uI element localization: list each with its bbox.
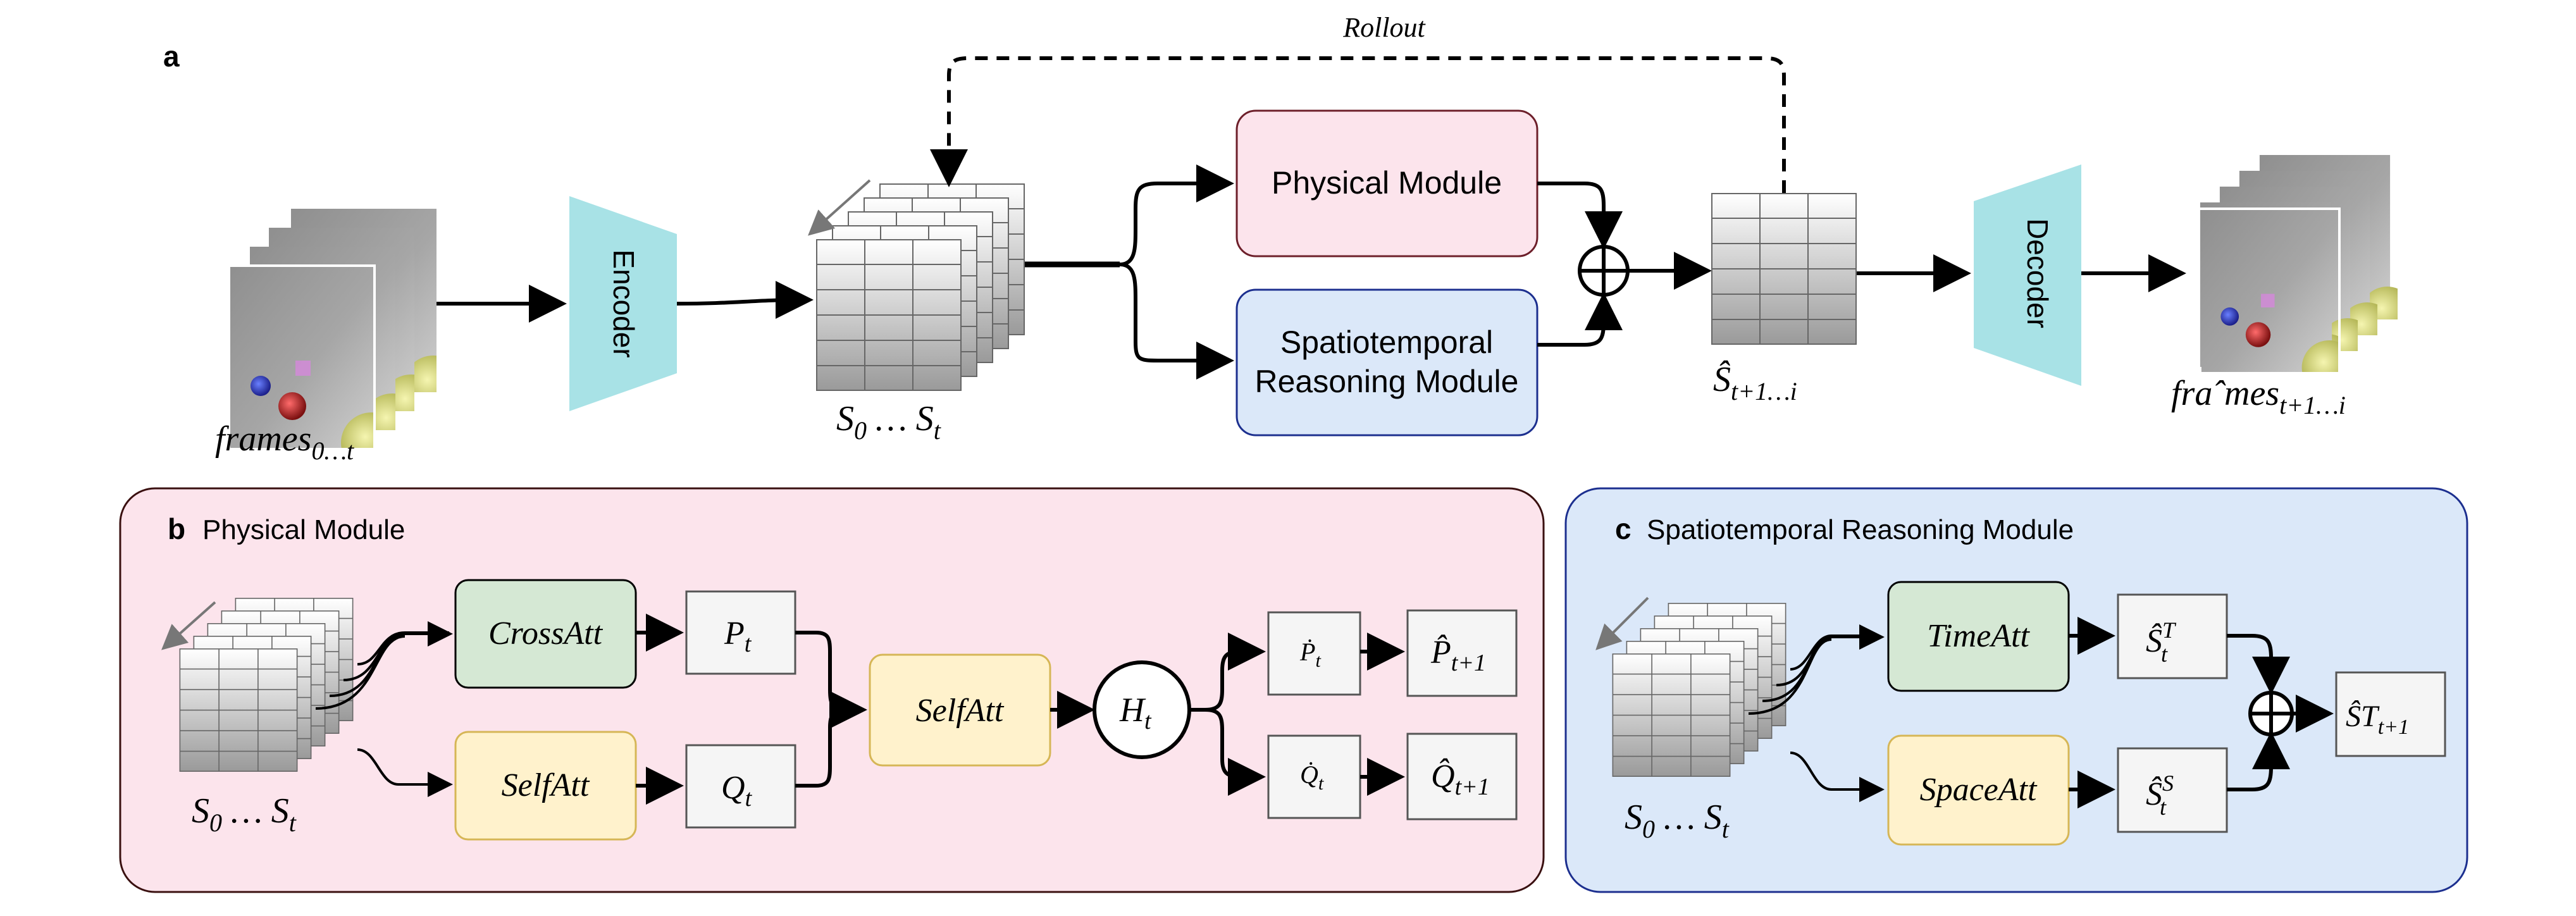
self-att-mid-label: SelfAtt bbox=[916, 693, 1005, 729]
phat-label: P̂t+1 bbox=[1430, 634, 1486, 676]
stack-depth-arrow bbox=[808, 179, 871, 236]
output-frames-label: fraˆmest+1…i bbox=[2171, 374, 2346, 419]
arrow-ht-to-qdot bbox=[1204, 708, 1266, 796]
panel-b-states-label: S0 … St bbox=[192, 791, 297, 837]
panel-c-depth-arrow bbox=[1595, 597, 1649, 650]
panel-a: a frames0…t Encoder S0 … St bbox=[163, 12, 2398, 465]
ht-label: Ht bbox=[1119, 691, 1152, 734]
predicted-states-label: Ŝt+1…i bbox=[1713, 359, 1797, 405]
pt-box bbox=[685, 590, 796, 675]
panel-b-depth-arrow bbox=[161, 601, 216, 650]
panel-c: c Spatiotemporal Reasoning Module S0 … S… bbox=[1564, 487, 2468, 893]
arrow-spatio-to-sum bbox=[1537, 292, 1623, 347]
qhat-label: Q̂t+1 bbox=[1431, 758, 1490, 800]
qt-label: Qt bbox=[721, 770, 753, 812]
arrow-ht-to-pdot bbox=[1189, 633, 1266, 712]
panel-b: b Physical Module S0 … St CrossAtt SelfA… bbox=[119, 487, 1545, 893]
decoder-block bbox=[1974, 164, 2081, 386]
input-frames-stack bbox=[228, 209, 437, 450]
output-frames-stack bbox=[2193, 155, 2398, 374]
rollout-label: Rollout bbox=[1342, 12, 1426, 43]
panel-b-letter: b bbox=[168, 512, 185, 545]
stout-box bbox=[2335, 671, 2446, 757]
panel-b-title: Physical Module bbox=[202, 514, 405, 545]
panel-c-states-label: S0 … St bbox=[1625, 798, 1730, 843]
arrow-stT-to-sum bbox=[2227, 634, 2290, 695]
spatiotemporal-label-line1: Spatiotemporal bbox=[1280, 325, 1493, 360]
panel-c-letter: c bbox=[1615, 512, 1632, 545]
time-att-label: TimeAtt bbox=[1927, 618, 2030, 654]
pdot-label: Ṗt bbox=[1299, 638, 1321, 671]
pdot-box bbox=[1267, 611, 1361, 696]
spatiotemporal-module-box bbox=[1235, 288, 1539, 436]
panel-c-fanout-arrows bbox=[1748, 624, 1885, 802]
arrow-stS-to-sum bbox=[2227, 731, 2290, 791]
stout-label: ŜTt+1 bbox=[2346, 699, 2409, 739]
space-att-label: SpaceAtt bbox=[1920, 772, 2038, 808]
rollout-loop-arrow bbox=[930, 56, 1786, 193]
stS-box bbox=[2117, 747, 2228, 833]
arrow-pt-to-selfatt bbox=[795, 631, 867, 729]
qdot-box bbox=[1267, 734, 1361, 819]
encoder-block bbox=[569, 196, 677, 411]
panel-c-sum-icon bbox=[2248, 691, 2294, 736]
sum-operator-icon bbox=[1578, 245, 1630, 297]
arrow-encoder-to-states bbox=[676, 281, 814, 319]
panel-b-fanout-arrows bbox=[315, 621, 453, 797]
physical-module-label: Physical Module bbox=[1272, 165, 1502, 201]
stT-box bbox=[2117, 593, 2228, 679]
qdot-label: Q̇t bbox=[1300, 760, 1324, 794]
states-label: S0 … St bbox=[836, 399, 941, 445]
predicted-state-grid bbox=[1711, 193, 1857, 345]
state-grid-stack bbox=[816, 183, 1025, 391]
arrow-physical-to-sum bbox=[1537, 182, 1623, 249]
arrow-qt-to-selfatt bbox=[795, 709, 848, 788]
arrow-to-physical-module bbox=[1119, 164, 1234, 266]
qhat-box bbox=[1406, 733, 1518, 820]
cross-att-label: CrossAtt bbox=[488, 616, 604, 652]
decoder-label: Decoder bbox=[2021, 218, 2054, 328]
pt-label: Pt bbox=[724, 616, 752, 657]
phat-box bbox=[1406, 609, 1518, 697]
input-frames-label: frames0…t bbox=[215, 419, 354, 465]
spatiotemporal-label-line2: Reasoning Module bbox=[1255, 364, 1519, 399]
encoder-label: Encoder bbox=[607, 249, 640, 357]
self-att-lower-label: SelfAtt bbox=[502, 767, 590, 803]
qt-box bbox=[685, 744, 796, 829]
panel-c-title: Spatiotemporal Reasoning Module bbox=[1647, 514, 2074, 545]
arrow-to-spatiotemporal-module bbox=[1119, 263, 1234, 380]
panel-a-letter: a bbox=[163, 40, 180, 73]
